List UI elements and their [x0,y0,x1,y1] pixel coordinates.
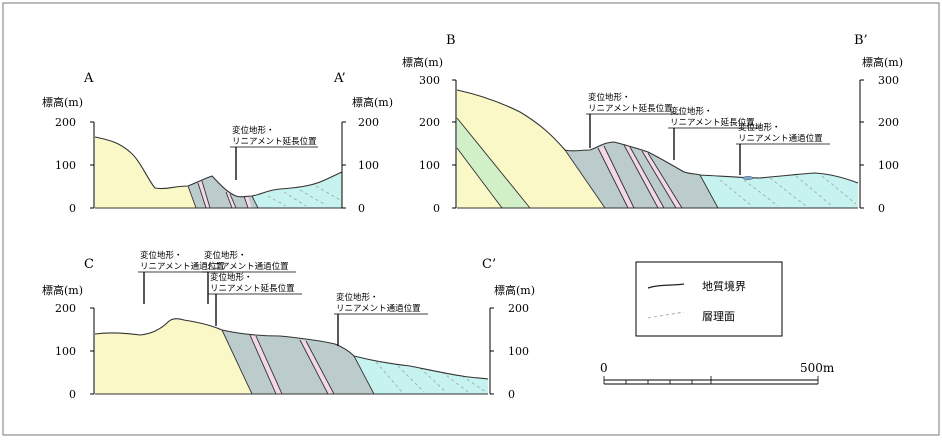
section-a-right-tick-0: 0 [358,202,365,215]
section-a-bedding-planes [267,185,341,207]
section-b-anno3-line2: リニアメント通過位置 [738,133,823,144]
section-b-geologic-boundaries [456,117,719,209]
section-b-lineament-marker-icon-2: 変位地形・ リニアメント延長位置 [668,106,762,160]
legend-boundary-label: 地質境界 [702,279,746,293]
legend: 地質境界 層理面 [635,261,783,337]
section-c-anno3-line1: 変位地形・ [210,272,253,283]
section-c-anno2-line2: リニアメント通過位置 [204,261,289,272]
section-a-lineament-marker-icon: 変位地形・ リニアメント延長位置 [230,125,318,180]
section-b-right-tick-100: 100 [878,159,899,172]
section-c-right-label: C’ [482,257,496,272]
section-c-right-axis-title: 標高(m) [494,283,535,297]
section-a-pink-band-2 [226,192,236,208]
section-c-anno2-line1: 変位地形・ [204,250,247,261]
section-c-lineament-marker-icon-4: 変位地形・ リニアメント通過位置 [334,292,428,346]
section-b-left-tick-0: 0 [433,202,440,215]
section-b-right-tick-300: 300 [878,74,899,87]
section-b-left-label: B [446,33,456,48]
section-b-lineament-marker-icon-1: 変位地形・ リニアメント延長位置 [586,92,680,148]
section-a-right-tick-100: 100 [358,159,379,172]
section-a-ground-surface [94,136,343,198]
section-c-left-label: C [84,257,94,272]
section-b-right-tick-0: 0 [878,202,885,215]
section-a-anno-line1: 変位地形・ [232,125,275,136]
section-c-ground-surface [94,318,489,380]
section-c-anno1-line2: リニアメント通過位置 [140,261,225,272]
section-a-left-tick-0: 0 [69,202,76,215]
scale-start-label: 0 [600,361,608,375]
section-a-left-tick-200: 200 [55,116,76,129]
section-c-yellow-unit [95,318,252,394]
section-c-cyan-unit [354,356,488,394]
section-a: 200 100 0 標高(m) 200 100 0 標高(m) A A’ 変位地… [42,71,393,215]
section-a-pink-band-1 [198,181,210,208]
section-a-left-tick-100: 100 [55,159,76,172]
section-b-lineament-marker-icon-3: 変位地形・ リニアメント通過位置 [736,122,830,180]
section-c: 200 100 0 標高(m) 200 100 0 標高(m) C C’ 変位地… [42,250,535,401]
section-b-anno3-line1: 変位地形・ [738,122,781,133]
geologic-boundary-line-icon [647,283,685,289]
section-b-right-axis-title: 標高(m) [862,55,903,69]
section-a-right-label: A’ [333,71,346,86]
section-b-anno1-line2: リニアメント延長位置 [588,103,673,114]
section-c-left-tick-100: 100 [55,345,76,358]
section-c-anno4-line2: リニアメント通過位置 [336,303,421,314]
section-b-cyan-unit [700,173,858,208]
section-c-left-axis-title: 標高(m) [42,283,83,297]
section-c-geologic-boundaries [221,329,375,395]
section-b-anno2-line2: リニアメント延長位置 [670,117,755,128]
section-b-left-tick-300: 300 [419,74,440,87]
section-a-geologic-boundaries [187,180,259,209]
section-c-right-tick-200: 200 [508,302,529,315]
section-c-anno3-line2: リニアメント延長位置 [210,283,295,294]
legend-box [635,261,783,337]
section-b-bedding-planes [719,175,857,207]
section-b-anno1-line1: 変位地形・ [588,92,631,103]
section-b-right-tick-200: 200 [878,116,899,129]
scale-bar: 0 500m [600,361,835,385]
section-b-anno2-line1: 変位地形・ [670,106,713,117]
section-b-right-label: B’ [854,33,868,48]
section-c-anno4-line1: 変位地形・ [336,292,379,303]
section-b-pink-band-1 [598,146,634,208]
section-b-pink-band-3 [642,151,682,208]
section-b-ground-surface [456,89,859,184]
section-a-pink-band-3 [244,196,252,208]
legend-bedding-label: 層理面 [702,310,735,323]
section-a-right-axis-title: 標高(m) [352,95,393,109]
section-a-right-tick-200: 200 [358,116,379,129]
section-c-right-tick-100: 100 [508,345,529,358]
section-a-cyan-unit [252,172,342,208]
section-c-lineament-marker-icon-3: 変位地形・ リニアメント延長位置 [208,272,302,326]
section-b: 300 200 100 0 標高(m) 300 200 100 0 標高(m) … [402,33,903,215]
section-c-left-tick-200: 200 [55,302,76,315]
section-b-pink-band-2 [624,145,664,208]
scale-end-label: 500m [800,361,835,375]
section-a-left-label: A [83,71,94,86]
bedding-plane-dashed-icon [647,311,685,319]
section-b-left-tick-100: 100 [419,159,440,172]
section-b-left-tick-200: 200 [419,116,440,129]
section-a-anno-line2: リニアメント延長位置 [232,136,317,147]
section-c-bedding-planes [375,361,487,393]
section-c-pink-band-1 [250,335,282,394]
section-c-right-tick-0: 0 [508,388,515,401]
section-c-left-tick-0: 0 [69,388,76,401]
section-c-lineament-marker-icon-2: 変位地形・ リニアメント通過位置 [202,250,296,304]
section-c-pink-band-2 [300,340,334,394]
section-a-yellow-unit [95,137,196,208]
section-a-left-axis-title: 標高(m) [42,95,83,109]
section-c-anno1-line1: 変位地形・ [140,250,183,261]
section-b-left-axis-title: 標高(m) [402,55,443,69]
